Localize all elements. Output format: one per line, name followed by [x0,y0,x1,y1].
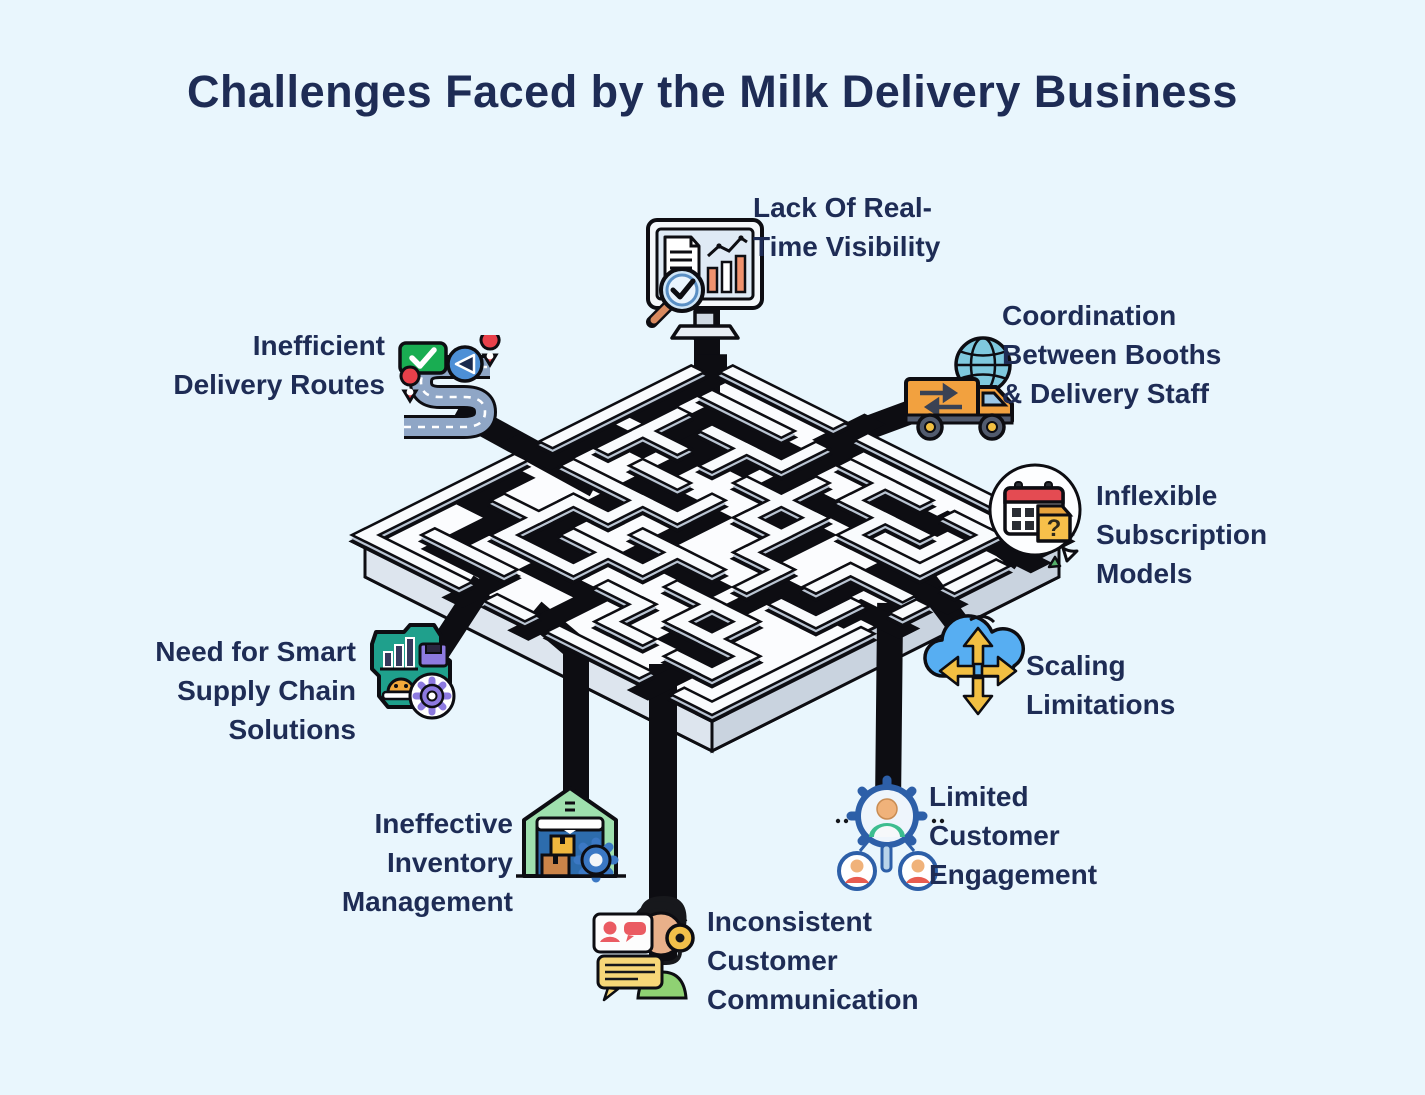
label-inconsistent-customer-communication: Inconsistent Customer Communication [707,906,919,1015]
label-need-for-smart-supply-chain: Need for Smart Supply Chain Solutions [155,636,356,745]
cloud-scale-arrows-icon [922,598,1034,721]
route-map-icon [392,329,512,450]
label-inefficient-delivery-routes: Inefficient Delivery Routes [173,330,385,400]
page-title: Challenges Faced by the Milk Delivery Bu… [187,66,1238,117]
customer-gear-magnifier-icon [830,775,946,902]
warehouse-gear-icon [512,778,630,895]
label-coordination-between-booths: Coordination Between Booths & Delivery S… [1002,300,1222,409]
label-inflexible-subscription-models: Inflexible Subscription Models [1096,480,1268,589]
label-lack-of-real-time-visibility: Lack Of Real- Time Visibility [753,192,941,262]
question-mark-glyph: ? [1047,515,1062,542]
monitor-analytics-icon [630,212,780,357]
label-scaling-limitations: Scaling Limitations [1026,650,1176,720]
label-ineffective-inventory-management: Ineffective Inventory Management [341,808,513,917]
calendar-question-icon: ? [985,460,1093,577]
support-agent-chat-icon [588,886,716,1009]
label-limited-customer-engagement: Limited Customer Engagement [929,781,1098,890]
maze-walls-and-paths [348,354,1076,724]
delivery-truck-globe-icon [898,335,1028,452]
smart-supply-chain-icon [358,618,468,733]
